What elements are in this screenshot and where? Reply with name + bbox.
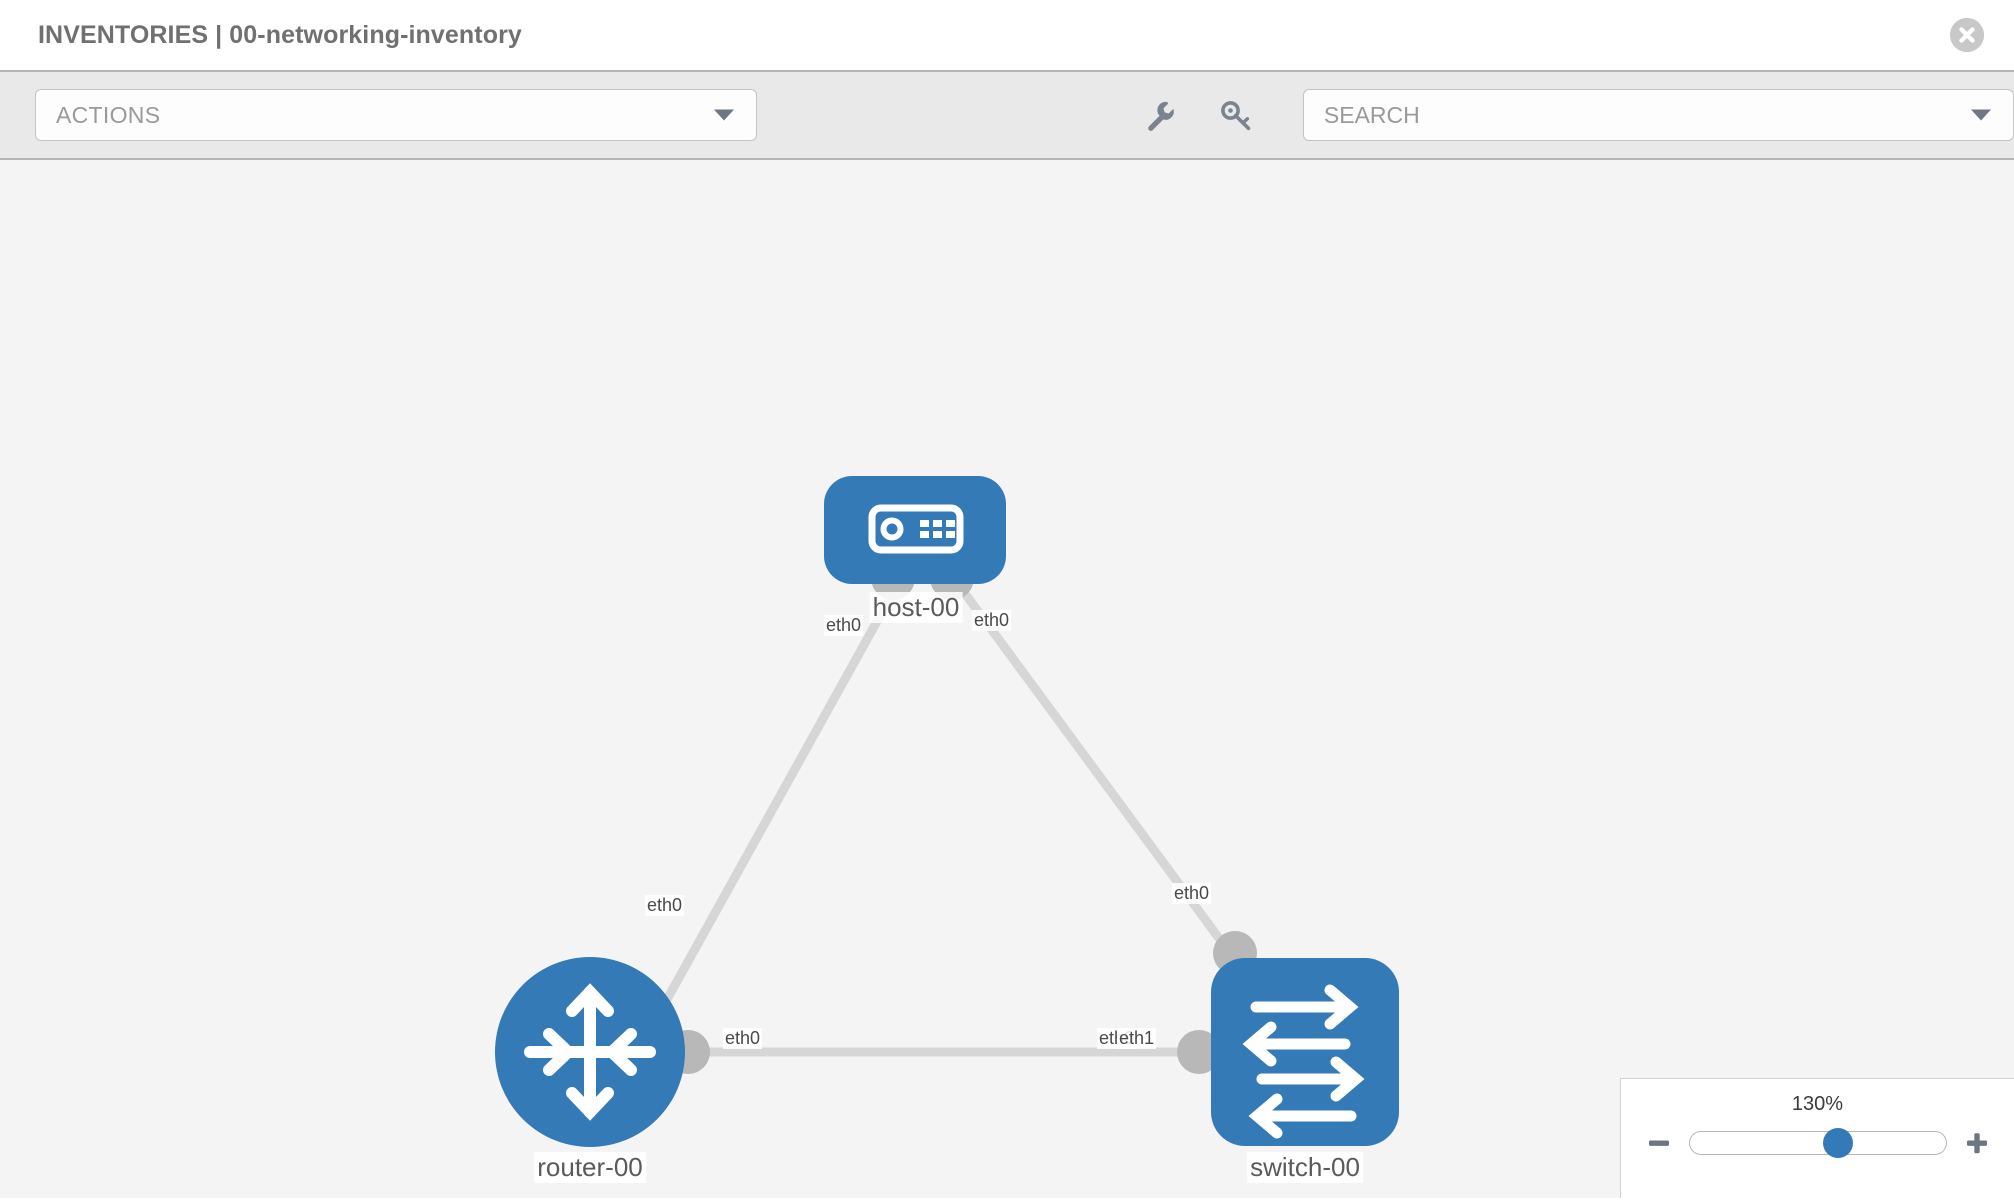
interface-label: eth0 — [824, 615, 864, 636]
topology-canvas[interactable]: host-00 router-00 switch-00 eth0 eth0 et… — [0, 160, 2014, 1198]
actions-dropdown[interactable]: ACTIONS — [35, 89, 757, 141]
link-router-host[interactable] — [656, 577, 904, 1015]
toolbar-icon-group — [1139, 94, 1257, 136]
minus-icon — [1648, 1140, 1669, 1146]
page-header: INVENTORIES | 00-networking-inventory — [0, 0, 2014, 72]
switch-arrows-icon — [1242, 984, 1365, 1139]
actions-dropdown-label: ACTIONS — [56, 101, 161, 128]
node-host-00[interactable] — [824, 476, 1006, 584]
interface-label: eth0 — [1172, 883, 1212, 904]
interface-label: eth1 — [1117, 1028, 1157, 1049]
close-circle-icon — [1950, 18, 1984, 52]
connector-group — [666, 556, 1257, 1074]
search-input[interactable] — [1323, 101, 1984, 129]
zoom-slider-row — [1621, 1128, 2014, 1158]
zoom-in-button[interactable] — [1963, 1129, 1991, 1157]
interface-label: eth0 — [723, 1028, 763, 1049]
link-group — [656, 577, 1239, 1057]
chevron-down-icon[interactable] — [1971, 109, 1991, 121]
toolbar: ACTIONS — [0, 72, 2014, 160]
plus-icon — [1966, 1133, 1987, 1154]
topology-graph — [495, 476, 1399, 1147]
router-arrows-icon — [524, 983, 656, 1121]
key-button[interactable] — [1215, 94, 1257, 136]
server-icon — [868, 504, 964, 554]
zoom-level-label: 130% — [1791, 1093, 1844, 1115]
node-label-switch-00: switch-00 — [1247, 1152, 1363, 1183]
node-router-00[interactable] — [495, 957, 685, 1147]
wrench-button[interactable] — [1139, 94, 1181, 136]
node-switch-00[interactable] — [1211, 958, 1399, 1146]
node-label-host-00: host-00 — [869, 592, 963, 623]
page-title: INVENTORIES | 00-networking-inventory — [38, 20, 522, 49]
interface-label: eth0 — [972, 610, 1012, 631]
node-label-router-00: router-00 — [534, 1152, 646, 1183]
close-button[interactable] — [1950, 18, 1984, 52]
chevron-down-icon — [713, 109, 734, 121]
search-field[interactable] — [1302, 89, 2014, 141]
zoom-slider-thumb[interactable] — [1822, 1128, 1853, 1158]
key-icon — [1221, 101, 1251, 131]
interface-label: eth0 — [645, 895, 685, 916]
zoom-control-panel: 130% — [1620, 1078, 2014, 1198]
wrench-icon — [1148, 101, 1174, 131]
connector-dot — [1177, 1030, 1221, 1074]
zoom-out-button[interactable] — [1645, 1129, 1673, 1157]
zoom-slider-track[interactable] — [1688, 1128, 1947, 1158]
